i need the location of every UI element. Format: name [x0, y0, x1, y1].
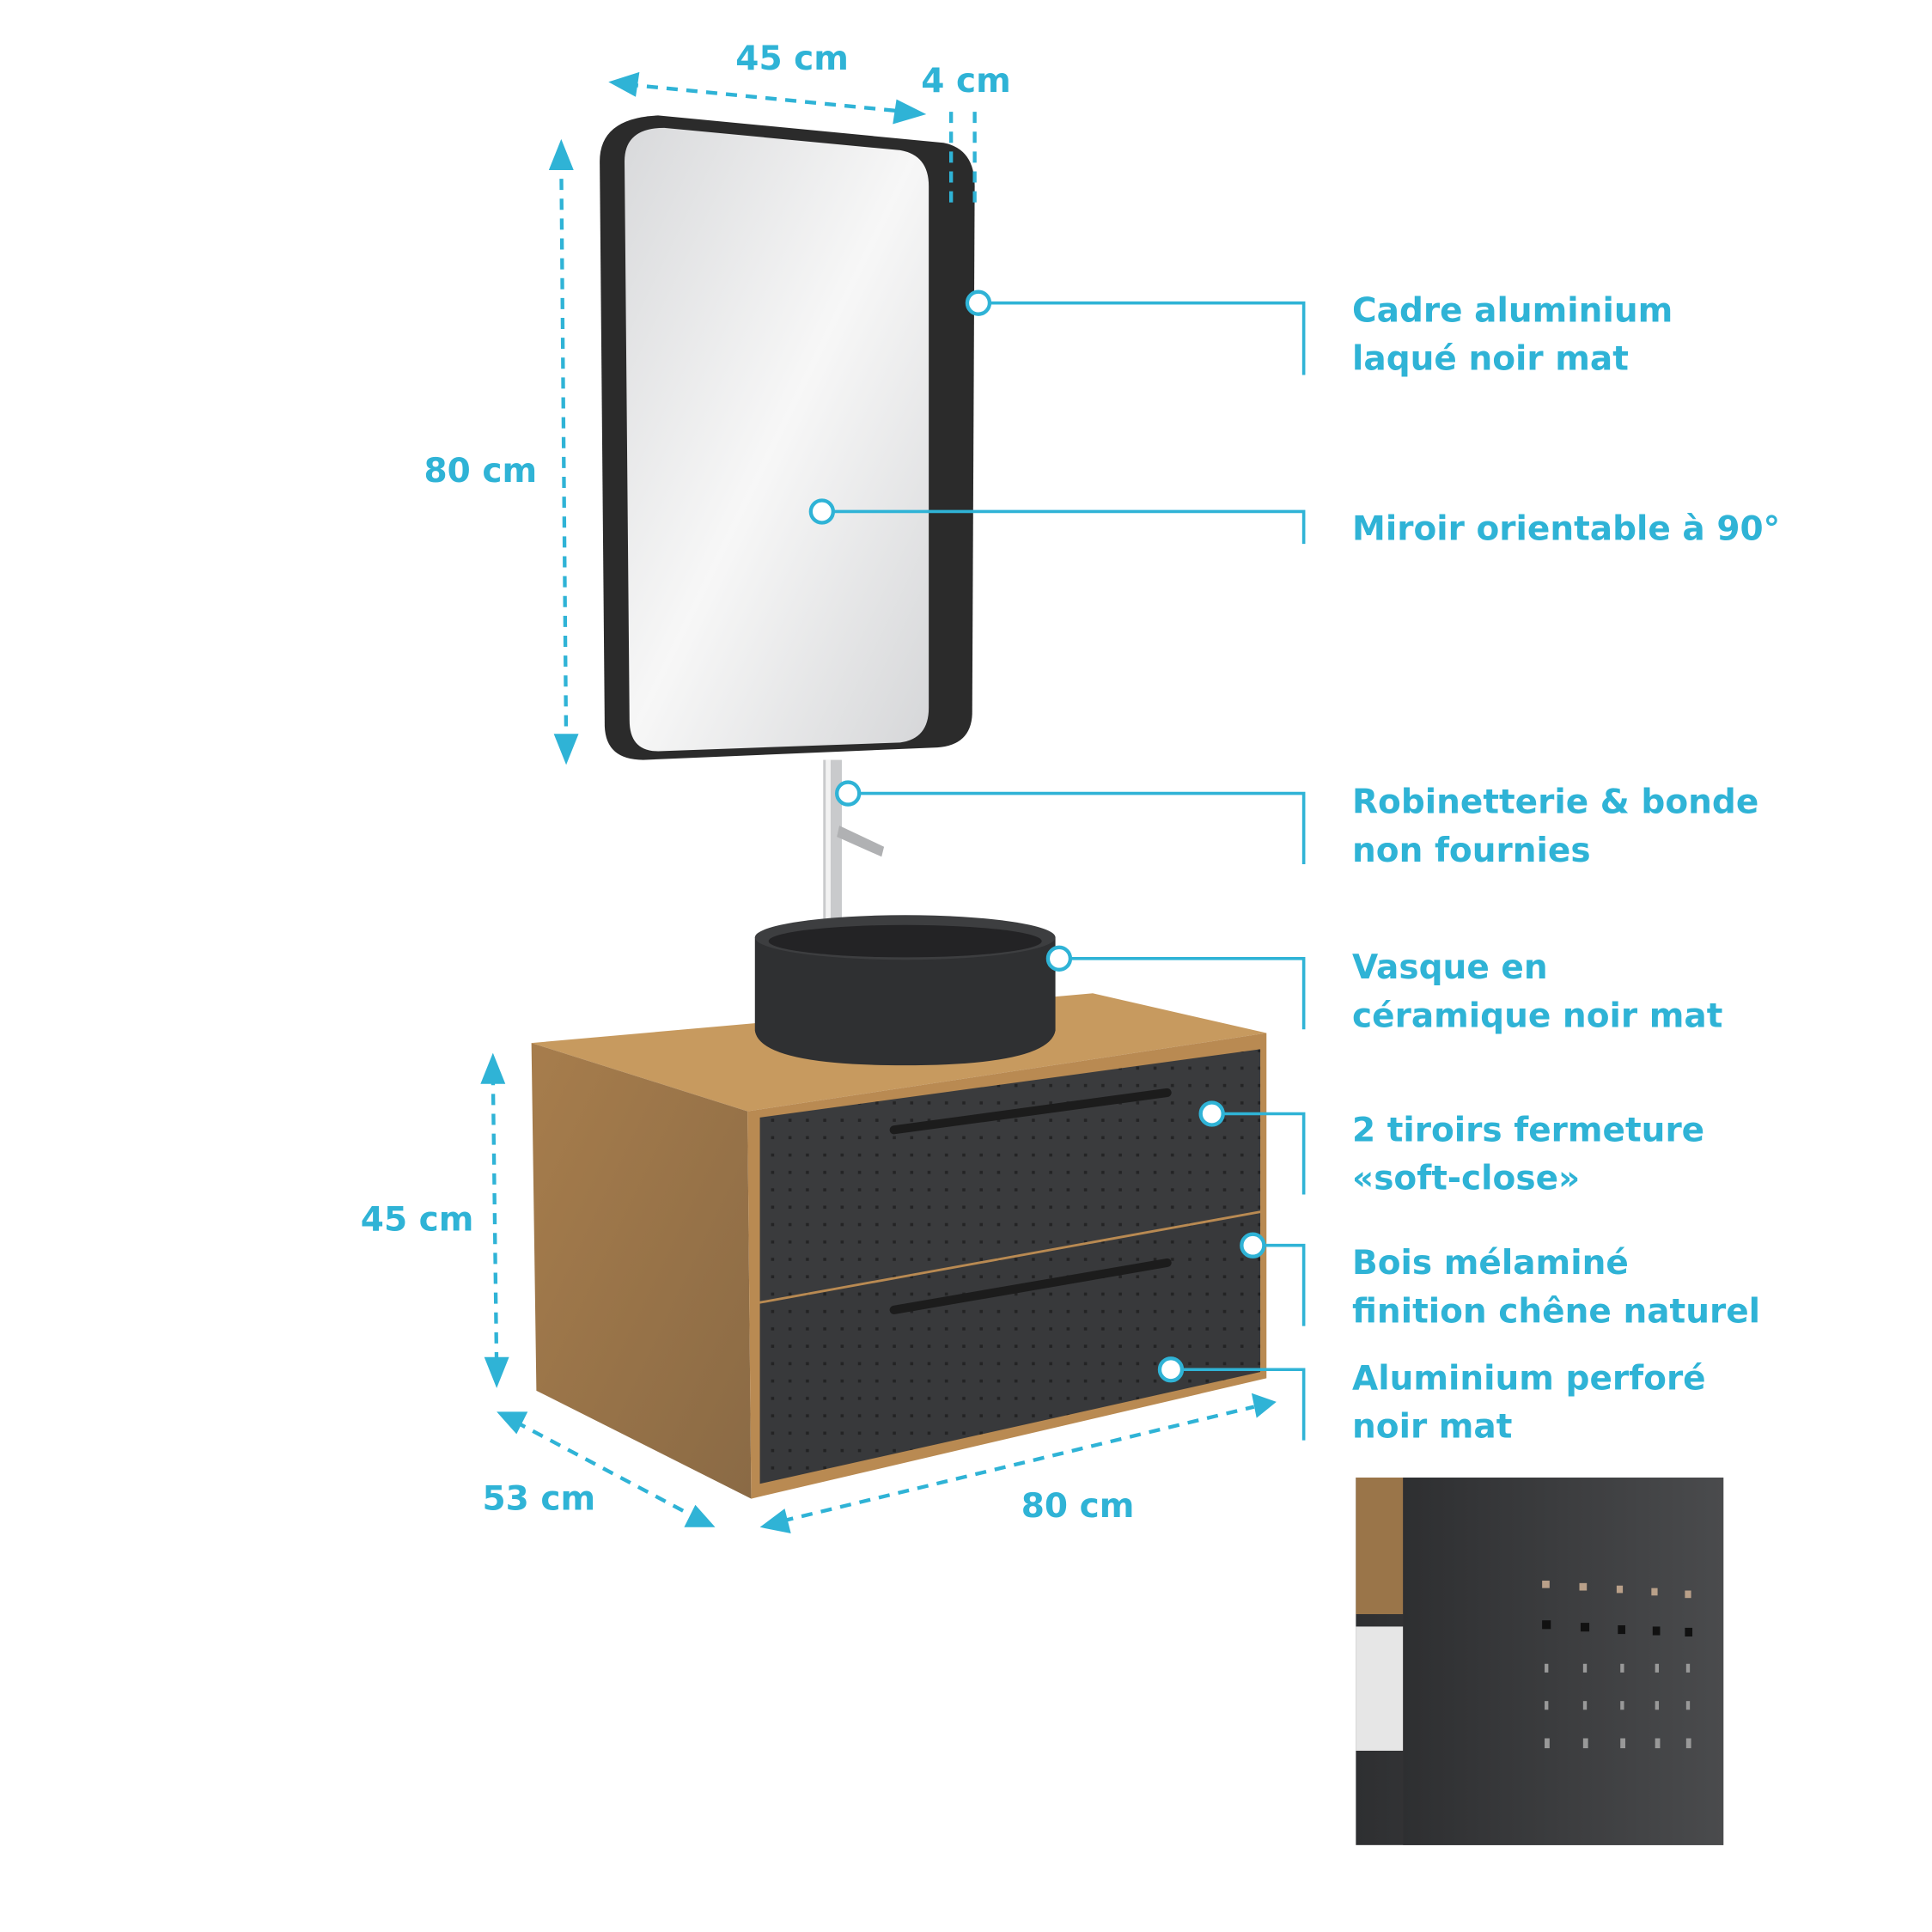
feature-basin-line1: Vasque en [1352, 948, 1548, 987]
feature-wood-line1: Bois mélaminé [1352, 1244, 1629, 1283]
feature-faucet-line2: non fournies [1352, 832, 1591, 870]
feature-mirror-line1: Miroir orientable à 90° [1352, 510, 1780, 549]
mirror-height-label: 80 cm [424, 452, 538, 491]
cabinet-depth-label: 53 cm [482, 1480, 595, 1519]
feature-frame-line2: laqué noir mat [1352, 340, 1629, 379]
mirror [600, 115, 975, 760]
feature-wood-line2: finition chêne naturel [1352, 1292, 1760, 1331]
dimension-lines [480, 71, 1277, 1534]
cabinet-height-label: 45 cm [361, 1200, 474, 1239]
basin [754, 915, 1056, 1066]
feature-labels: Cadre aluminium laqué noir mat Miroir or… [1352, 291, 1780, 1446]
perforated-detail-photo [1356, 1477, 1724, 1845]
vanity-cabinet [531, 993, 1267, 1499]
feature-drawers-line2: «soft-close» [1352, 1160, 1580, 1198]
feature-aluminium-line1: Aluminium perforé [1352, 1359, 1706, 1398]
callout-lines [808, 289, 1306, 1441]
feature-faucet-line1: Robinetterie & bonde [1352, 783, 1758, 822]
feature-basin-line2: céramique noir mat [1352, 996, 1722, 1035]
mirror-depth-label: 4 cm [921, 62, 1011, 101]
cabinet-width-label: 80 cm [1021, 1487, 1135, 1526]
feature-aluminium-line2: noir mat [1352, 1408, 1512, 1447]
mirror-width-label: 45 cm [735, 40, 849, 78]
feature-drawers-line1: 2 tiroirs fermeture [1352, 1111, 1704, 1149]
feature-frame-line1: Cadre aluminium [1352, 291, 1673, 330]
